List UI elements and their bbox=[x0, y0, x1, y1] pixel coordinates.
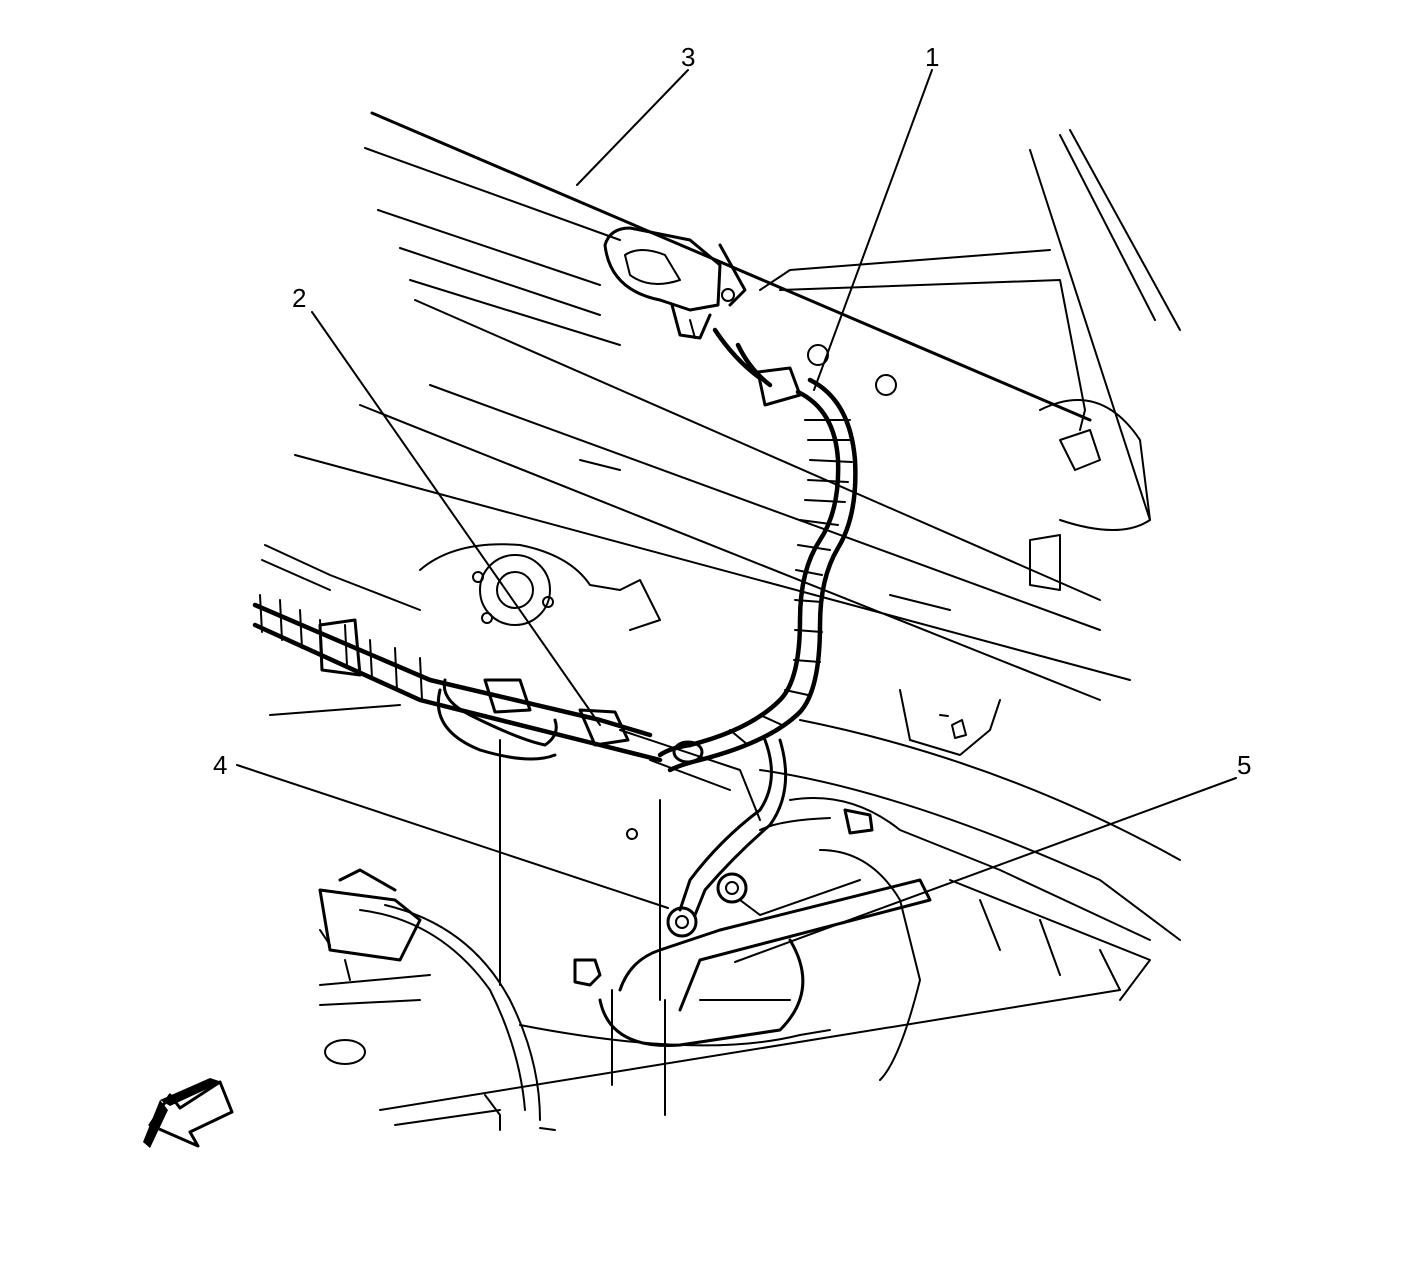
upper-connector bbox=[603, 226, 747, 340]
callout-5: 5 bbox=[1237, 750, 1252, 780]
callout-4: 4 bbox=[213, 750, 228, 780]
axle-driveline bbox=[318, 868, 556, 1131]
wiring-harness bbox=[657, 327, 858, 917]
leader-line-5 bbox=[734, 777, 1237, 963]
ground-studs bbox=[573, 808, 874, 987]
callout-1: 1 bbox=[925, 42, 940, 72]
callout-3: 3 bbox=[681, 42, 696, 72]
rear-body-panel bbox=[294, 111, 1181, 756]
leader-line-3 bbox=[576, 69, 689, 186]
front-direction-arrow-icon bbox=[143, 1078, 234, 1148]
lower-harness-bundle bbox=[252, 594, 761, 821]
leader-line-2 bbox=[311, 311, 601, 726]
crossmember bbox=[261, 543, 666, 1116]
callout-2: 2 bbox=[292, 283, 307, 313]
leader-line-1 bbox=[813, 69, 933, 391]
fuel-tank-area bbox=[379, 719, 1181, 1111]
leader-lines bbox=[236, 69, 1237, 963]
leader-line-4 bbox=[236, 764, 669, 909]
